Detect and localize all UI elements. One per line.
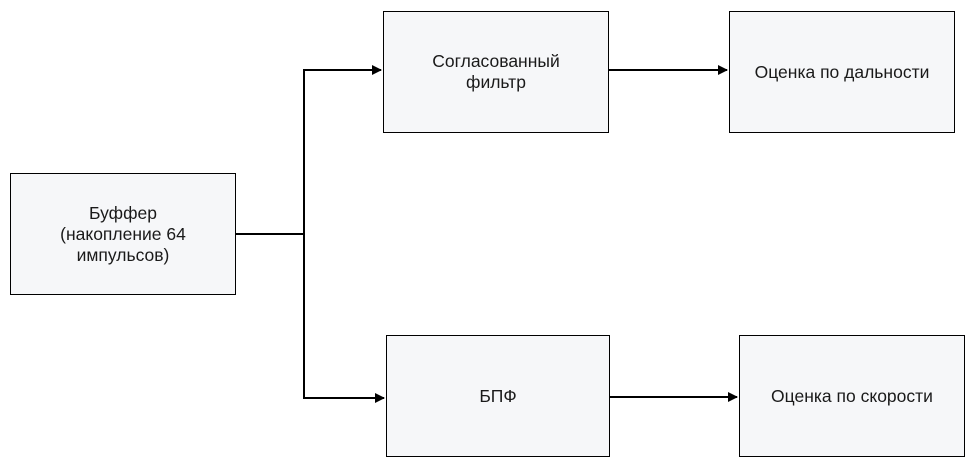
- node-range-estimate-label: Оценка по дальности: [754, 61, 930, 82]
- node-fft-label: БПФ: [479, 385, 517, 406]
- node-velocity-estimate: Оценка по скорости: [739, 335, 965, 457]
- node-buffer-label: Буффер (накопление 64 импульсов): [60, 202, 186, 265]
- node-matched-filter: Согласованный фильтр: [383, 11, 609, 133]
- edge-buffer-to-matched-filter: [303, 65, 382, 234]
- node-fft: БПФ: [386, 335, 610, 457]
- node-velocity-estimate-label: Оценка по скорости: [771, 385, 933, 406]
- node-buffer: Буффер (накопление 64 импульсов): [10, 173, 236, 295]
- edge-buffer-to-fft: [303, 234, 385, 403]
- node-matched-filter-label: Согласованный фильтр: [432, 51, 560, 92]
- node-range-estimate: Оценка по дальности: [729, 11, 955, 133]
